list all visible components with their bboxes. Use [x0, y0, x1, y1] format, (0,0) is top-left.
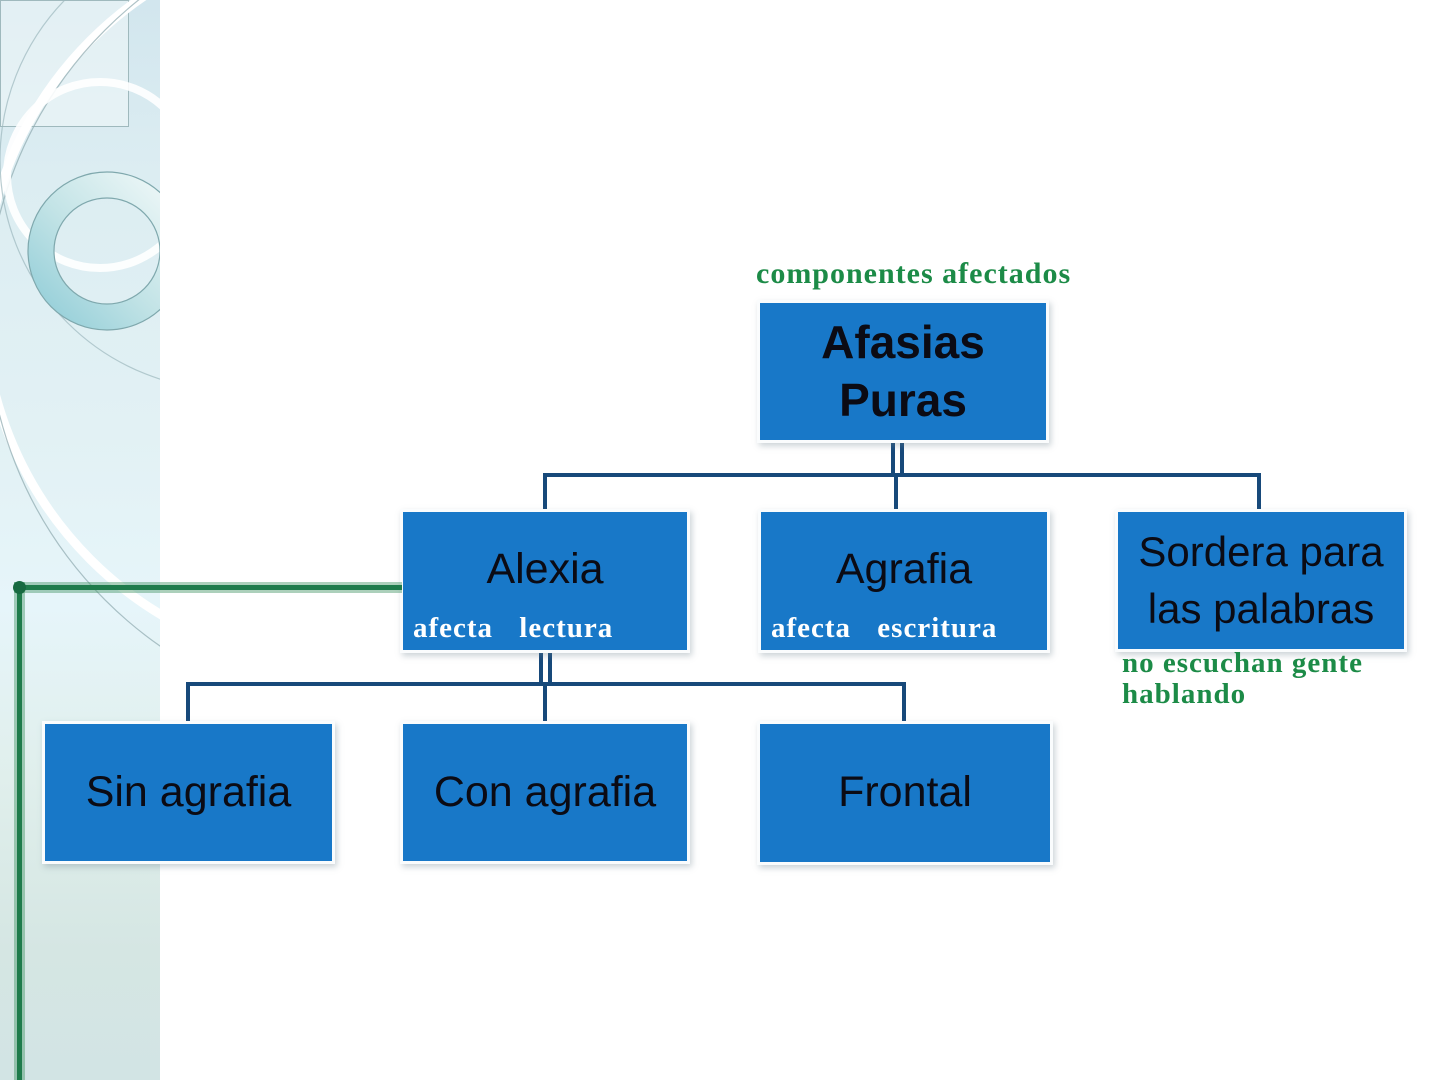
sidebar-decoration — [0, 0, 160, 1080]
connector-top-horizontal — [543, 473, 1261, 477]
connector-alexia-double-right — [548, 653, 552, 686]
connector-drop-sordera — [1257, 473, 1261, 510]
connector-alexia-double-left — [539, 653, 543, 686]
node-agrafia: Agrafia afecta escritura — [758, 509, 1050, 653]
node-sordera-label: Sordera para las palabras — [1138, 527, 1384, 632]
annotation-componentes-afectados: componentes afectados — [756, 257, 1072, 290]
connector-bottom-horizontal — [186, 682, 906, 686]
green-highlight-line-vertical — [17, 585, 22, 1080]
connector-root-double-right — [900, 443, 904, 475]
connector-drop-con-agrafia — [543, 686, 547, 722]
node-sordera-para-las-palabras: Sordera para las palabras — [1115, 509, 1407, 652]
node-sin-agrafia: Sin agrafia — [42, 721, 335, 864]
node-agrafia-label: Agrafia — [835, 545, 973, 594]
connector-drop-alexia — [543, 473, 547, 510]
node-alexia-label: Alexia — [486, 545, 604, 594]
node-frontal: Frontal — [757, 721, 1053, 865]
node-afasias-puras-label: Afasias Puras — [821, 316, 985, 426]
annotation-afecta-escritura: afecta escritura — [771, 612, 998, 644]
connector-drop-sin-agrafia — [186, 682, 190, 722]
annotation-no-escuchan-gente-hablando: no escuchan gente hablando — [1122, 647, 1363, 711]
node-alexia: Alexia afecta lectura — [400, 509, 690, 653]
connector-root-double-left — [891, 443, 895, 475]
node-con-agrafia: Con agrafia — [400, 721, 690, 864]
connector-drop-agrafia — [894, 477, 898, 510]
green-highlight-line-horizontal — [17, 585, 402, 590]
sidebar-circles-graphic — [0, 0, 160, 647]
node-frontal-label: Frontal — [838, 768, 972, 817]
annotation-afecta-lectura: afecta lectura — [413, 612, 614, 644]
node-afasias-puras: Afasias Puras — [757, 300, 1049, 443]
connector-drop-frontal — [902, 682, 906, 722]
node-sin-agrafia-label: Sin agrafia — [85, 767, 292, 816]
green-highlight-line-corner-cap — [13, 581, 26, 594]
node-con-agrafia-label: Con agrafia — [433, 767, 657, 816]
